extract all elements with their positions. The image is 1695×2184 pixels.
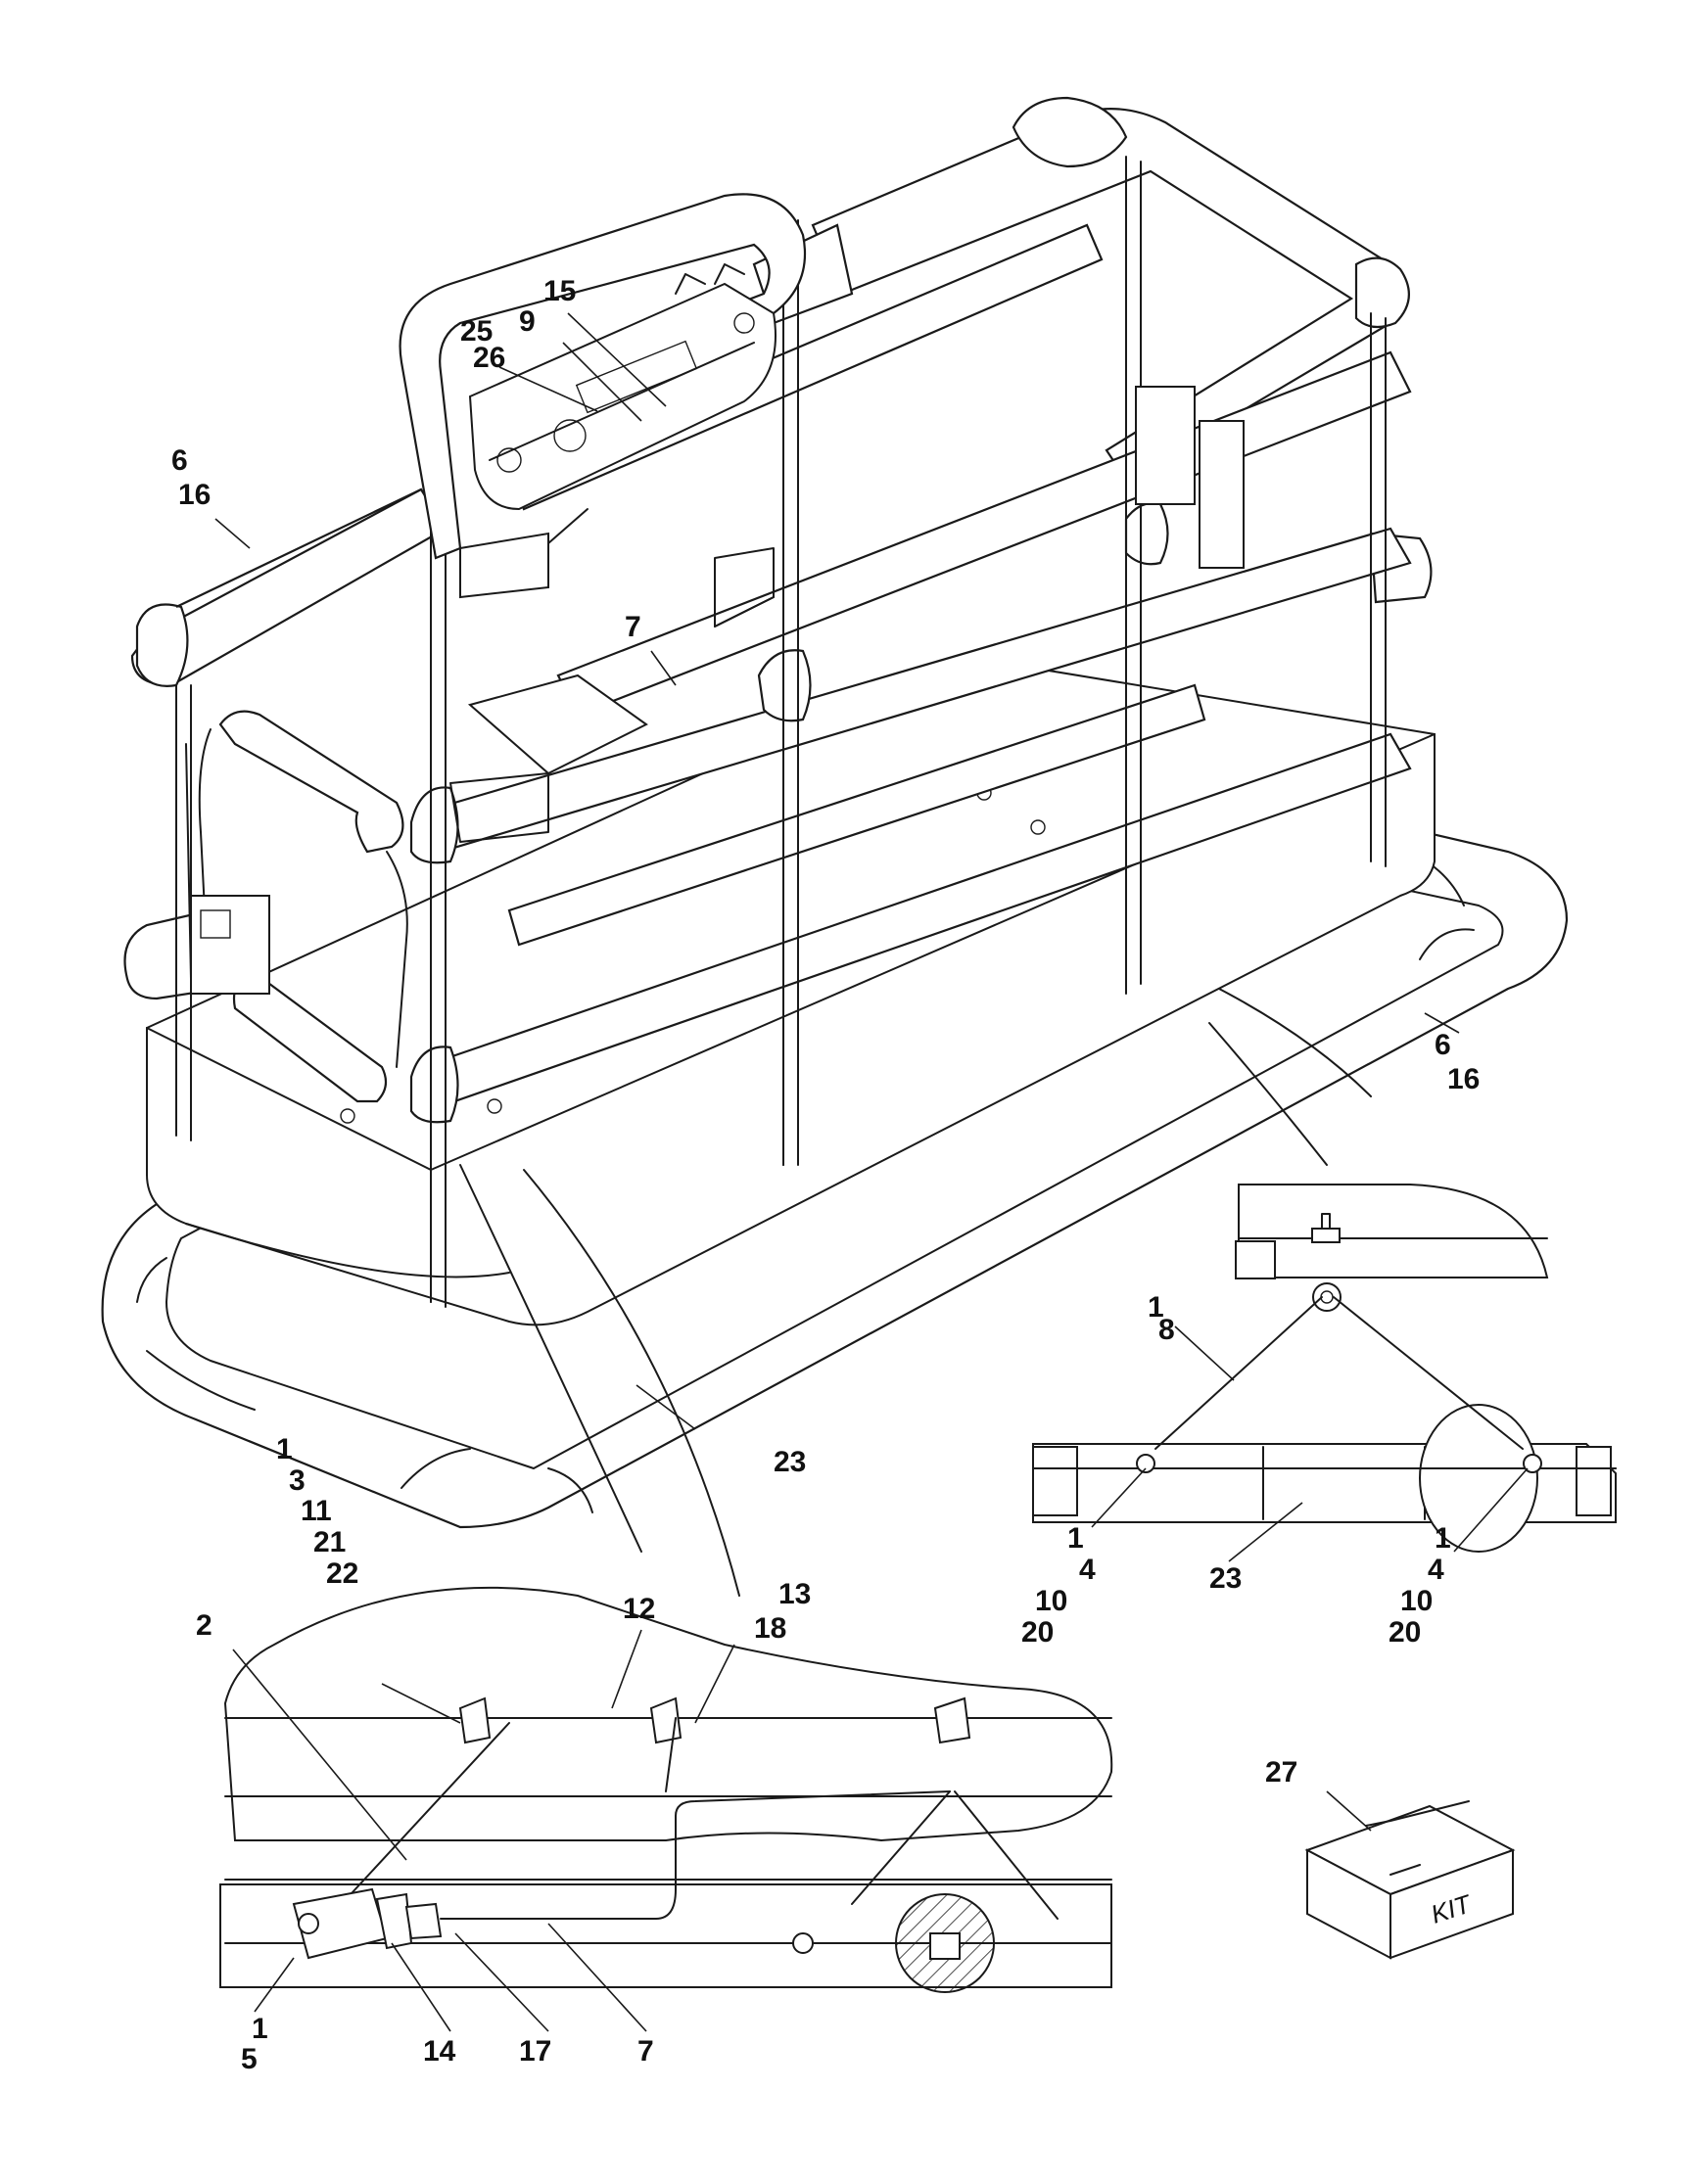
callout-4-right: 4 (1428, 1554, 1444, 1586)
detail-lanyard-switch (219, 1586, 1113, 1993)
callout-16-top: 16 (178, 479, 212, 511)
kit-box: KIT (1304, 1800, 1516, 1960)
rail-posts (175, 156, 1387, 1308)
callout-26: 26 (473, 342, 506, 374)
callout-3: 3 (289, 1464, 306, 1497)
detail-floor-section (1235, 1184, 1549, 1312)
callout-20-right: 20 (1389, 1616, 1422, 1649)
entry-gate (185, 710, 408, 1103)
callout-8: 8 (1158, 1314, 1175, 1346)
callout-6-top: 6 (171, 444, 188, 477)
callout-23-platform: 23 (774, 1446, 807, 1478)
callout-18: 18 (754, 1612, 787, 1645)
callout-7-bottom: 7 (637, 2035, 654, 2068)
detail-cross-bar (1032, 1296, 1617, 1553)
callout-4-left: 4 (1079, 1554, 1096, 1586)
callout-1-bar-left: 1 (1067, 1522, 1084, 1555)
callout-25: 25 (460, 315, 494, 348)
callout-5: 5 (241, 2043, 258, 2075)
callout-1-left: 1 (276, 1433, 293, 1465)
callout-13: 13 (778, 1578, 812, 1610)
callout-17: 17 (519, 2035, 552, 2068)
callout-1-cable: 1 (1148, 1291, 1164, 1324)
control-station (399, 193, 807, 599)
callout-leaders (214, 312, 1529, 2032)
callout-15: 15 (543, 275, 577, 307)
callout-14: 14 (423, 2035, 456, 2068)
callout-23-detail: 23 (1209, 1562, 1243, 1595)
callout-22: 22 (326, 1557, 359, 1590)
callout-9: 9 (519, 305, 536, 338)
callout-1-switch: 1 (252, 2013, 268, 2045)
callout-16-right: 16 (1447, 1063, 1481, 1095)
callout-10-right: 10 (1400, 1585, 1434, 1617)
callout-12: 12 (623, 1593, 656, 1625)
callout-2: 2 (196, 1609, 212, 1642)
callout-21: 21 (313, 1526, 347, 1558)
callout-11: 11 (301, 1495, 332, 1527)
callout-6-right: 6 (1435, 1029, 1451, 1061)
platform-mount-plate (449, 386, 1245, 843)
callout-10-left: 10 (1035, 1585, 1068, 1617)
detail-leaders (459, 988, 1372, 1597)
callout-7-top: 7 (625, 611, 641, 643)
callout-20-left: 20 (1021, 1616, 1055, 1649)
callout-1-bar-right: 1 (1435, 1522, 1451, 1555)
callout-27: 27 (1265, 1756, 1298, 1789)
